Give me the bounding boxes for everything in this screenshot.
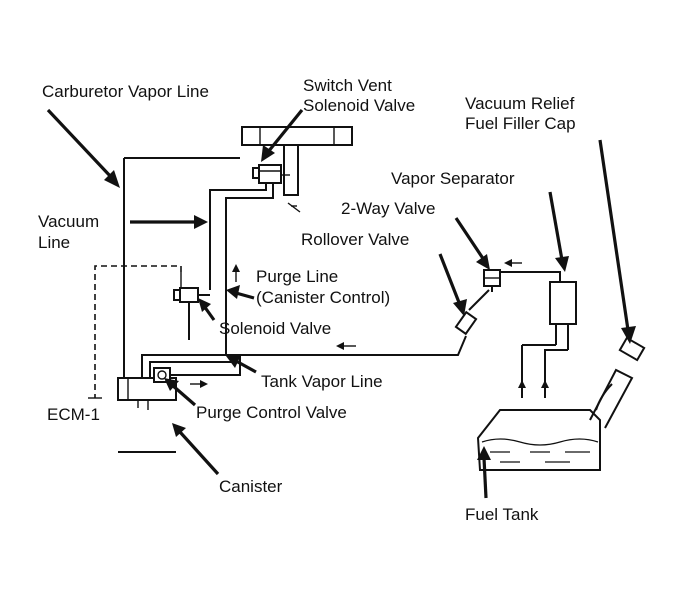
label-switch-vent-2: Solenoid Valve: [303, 96, 415, 115]
pointer-solenoid-valve: [198, 298, 216, 321]
label-vacuum-relief-1: Vacuum Relief: [465, 94, 575, 113]
vapor-separator: [521, 281, 577, 398]
label-vapor-separator: Vapor Separator: [391, 169, 515, 188]
label-solenoid-valve: Solenoid Valve: [219, 319, 331, 338]
switch-vent-lines: [209, 183, 301, 300]
pointer-switch-vent: [261, 108, 304, 162]
pointer-two-way-valve: [454, 217, 490, 270]
label-two-way-valve: 2-Way Valve: [341, 199, 435, 218]
pointer-vacuum-line: [130, 215, 208, 229]
fuel-filler-neck: [589, 336, 646, 429]
flow-arrows: [190, 259, 549, 396]
fuel-tank: [476, 409, 601, 471]
label-fuel-tank: Fuel Tank: [465, 505, 539, 524]
purge-solenoid-valve: [173, 287, 210, 340]
carburetor-body: [241, 126, 353, 196]
label-switch-vent-1: Switch Vent: [303, 76, 392, 95]
label-ecm: ECM-1: [47, 405, 100, 424]
label-rollover-valve: Rollover Valve: [301, 230, 409, 249]
pointer-purge-line: [226, 285, 255, 300]
two-way-valve: [483, 269, 561, 292]
label-purge-control-valve: Purge Control Valve: [196, 403, 347, 422]
carburetor-vapor-line: [123, 157, 240, 378]
canister-body: [117, 377, 177, 453]
label-purge-line-1: Purge Line: [256, 267, 338, 286]
label-purge-line-2: (Canister Control): [256, 288, 390, 307]
switch-vent-solenoid-valve: [252, 164, 290, 184]
label-tank-vapor-line: Tank Vapor Line: [261, 372, 383, 391]
pointer-rollover-valve: [438, 253, 467, 316]
ecm-vacuum-dashed: [94, 265, 182, 398]
label-vacuum-1: Vacuum: [38, 212, 99, 231]
pointer-vapor-separator: [548, 191, 569, 272]
pointer-canister: [172, 423, 220, 476]
label-carburetor-vapor-line: Carburetor Vapor Line: [42, 82, 209, 101]
pointer-vacuum-relief-cap: [598, 139, 636, 344]
tank-vapor-line: [141, 300, 467, 378]
pointer-tank-vapor-line: [226, 355, 257, 374]
pointer-carburetor-vapor-line: [46, 108, 120, 188]
rollover-valve: [454, 289, 490, 336]
label-vacuum-relief-2: Fuel Filler Cap: [465, 114, 576, 133]
label-vacuum-2: Line: [38, 233, 70, 252]
label-canister: Canister: [219, 477, 283, 496]
pointer-purge-control-valve: [164, 378, 197, 407]
pointer-fuel-tank: [477, 446, 491, 499]
